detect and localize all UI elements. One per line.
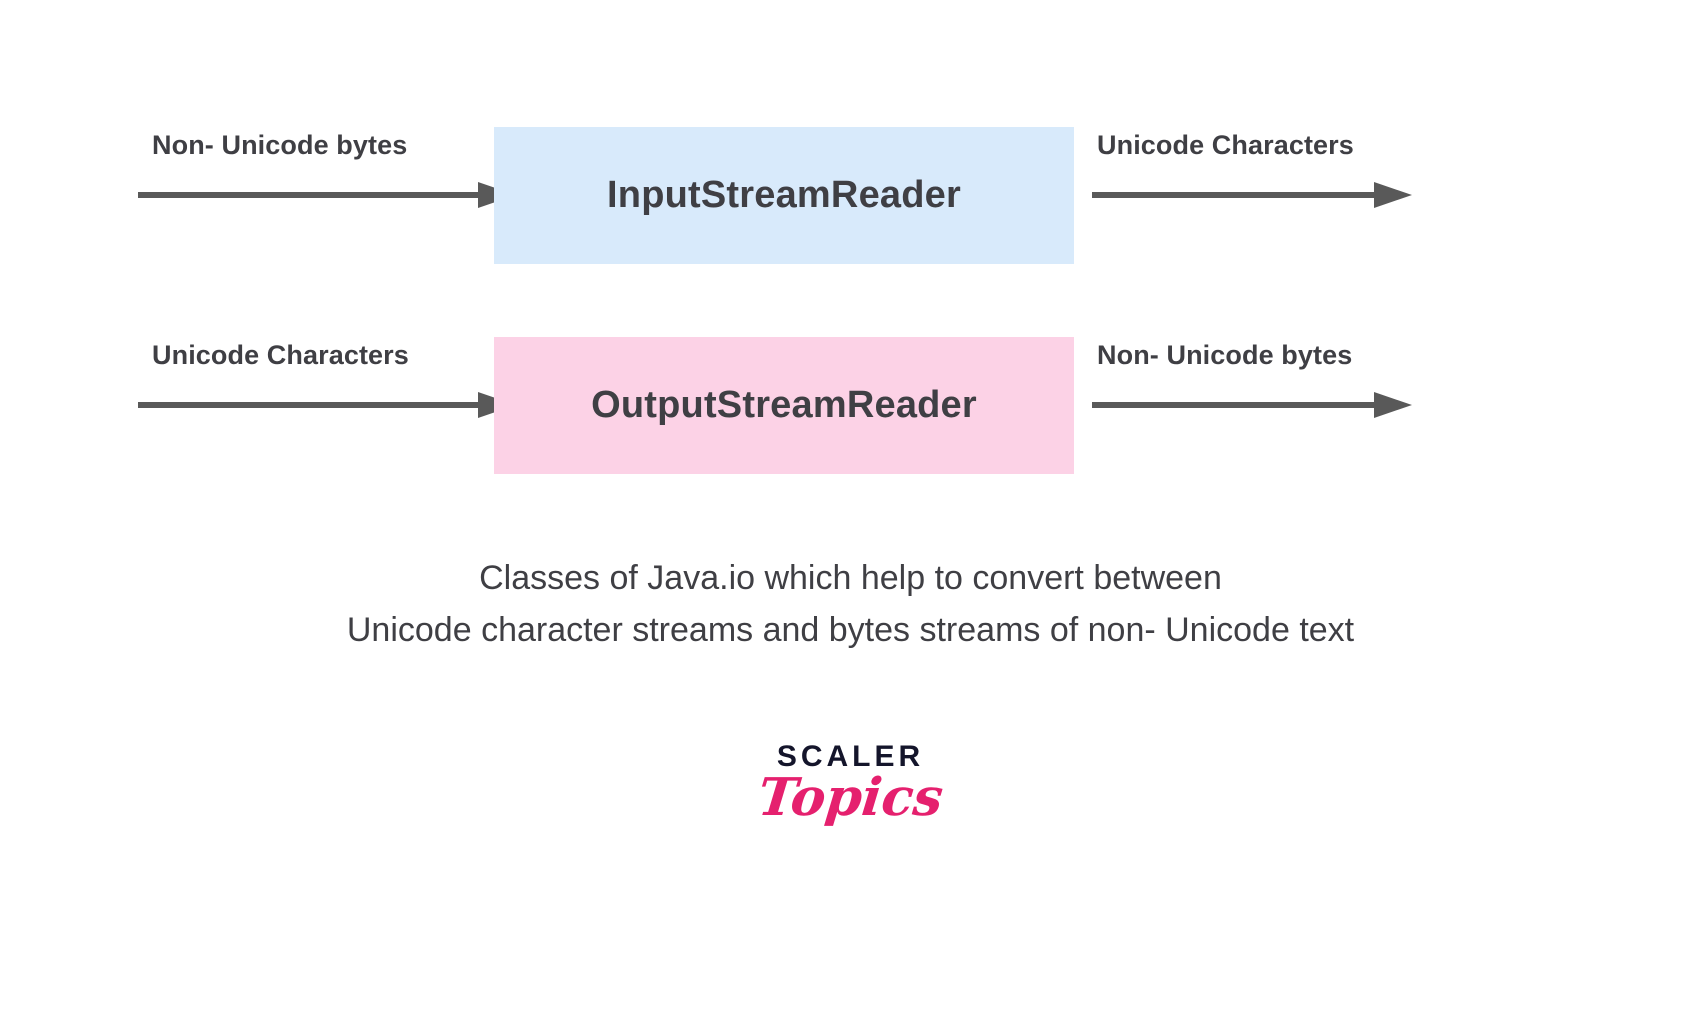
output-stream-reader-box[interactable]: OutputStreamReader [494,337,1074,474]
row1-output-label: Unicode Characters [1097,130,1354,160]
logo-wordmark-scaler: SCALER [776,740,925,773]
logo-wordmark-topics: Topics [755,767,946,828]
diagram-caption: Classes of Java.io which help to convert… [0,552,1701,656]
row2-output-label: Non- Unicode bytes [1097,340,1353,370]
row2-input-label: Unicode Characters [152,340,409,370]
input-stream-reader-label: InputStreamReader [607,174,961,216]
output-stream-reader-label: OutputStreamReader [591,384,977,426]
input-stream-reader-box[interactable]: InputStreamReader [494,127,1074,264]
caption-line-2: Unicode character streams and bytes stre… [346,611,1355,649]
row1-output-arrow-icon [1092,182,1412,208]
row2-output-arrow-icon [1092,392,1412,418]
caption-line-1: Classes of Java.io which help to convert… [479,559,1222,597]
row2-input-arrow-icon [138,392,516,418]
flow-row-output-stream-reader: Unicode Characters OutputStreamReader No… [0,320,1701,500]
scaler-topics-logo: SCALER Topics [0,740,1701,828]
flow-row-input-stream-reader: Non- Unicode bytes InputStreamReader Uni… [0,110,1701,290]
row1-input-arrow-icon [138,182,516,208]
row1-input-label: Non- Unicode bytes [152,130,408,160]
